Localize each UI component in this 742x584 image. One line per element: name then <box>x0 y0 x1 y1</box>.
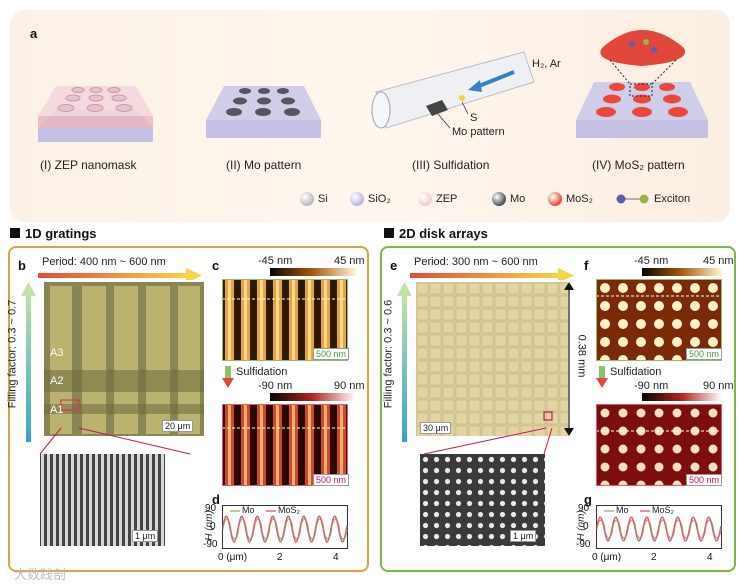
legend-label-2: ZEP <box>436 193 457 205</box>
tube-sulfur-label: S <box>470 112 477 124</box>
colorbar-2d-bottom-min: -90 nm <box>634 380 668 392</box>
legend-label-3: Mo <box>510 193 525 205</box>
colorbar-1d-top-max: 45 nm <box>334 255 365 267</box>
colorbar-2d-top <box>642 268 722 276</box>
profile-2d-ytick-0: 0 <box>583 521 589 532</box>
scale-bar-2d-afm-bottom: 500 nm <box>686 474 722 486</box>
colorbar-1d-top <box>270 268 356 276</box>
legend-swatch-zep <box>418 192 432 206</box>
panel-c-letter: c <box>212 258 219 273</box>
scale-bar-2d-sem: 1 μm <box>510 530 536 542</box>
area-label-a3: A3 <box>50 347 63 359</box>
colorbar-2d-bottom-max: 90 nm <box>703 380 734 392</box>
colorbar-2d-top-max: 45 nm <box>703 255 734 267</box>
period-label-2d: Period: 300 nm ~ 600 nm <box>414 256 538 268</box>
scale-bar-1d-afm-bottom: 500 nm <box>313 474 349 486</box>
section-1d-marker <box>10 228 20 238</box>
legend-swatch-mo <box>492 192 506 206</box>
profile-1d-ytick-90: 90 <box>205 503 216 514</box>
profile-2d-xtick-2: 2 <box>651 552 657 563</box>
filling-label-1d: Filling factor: 0.3 ~ 0.7 <box>6 300 18 409</box>
sulfidation-arrow-1d <box>222 366 234 388</box>
profile-1d-ytick-neg90: -90 <box>203 539 217 550</box>
sulfidation-label-2d: Sulfidation <box>610 366 661 378</box>
profile-1d-ytick-0: 0 <box>210 521 216 532</box>
panel-e-letter: e <box>390 258 397 273</box>
step-1-caption: (I) ZEP nanomask <box>40 158 136 172</box>
mos2-pattern-illustration <box>562 20 722 150</box>
colorbar-1d-top-min: -45 nm <box>258 255 292 267</box>
section-1d-title: 1D gratings <box>25 226 97 241</box>
colorbar-2d-top-min: -45 nm <box>634 255 668 267</box>
colorbar-1d-bottom-max: 90 nm <box>334 380 365 392</box>
colorbar-1d-bottom-min: -90 nm <box>258 380 292 392</box>
section-2d-marker <box>384 228 394 238</box>
legend-label-4: MoS₂ <box>566 193 593 205</box>
panel-f-letter: f <box>584 258 588 273</box>
scale-bar-1d-sem: 1 μm <box>132 530 158 542</box>
area-label-a2: A2 <box>50 375 63 387</box>
sulfidation-arrow-2d <box>596 366 608 388</box>
filling-label-2d: Filling factor: 0.3 ~ 0.6 <box>382 300 394 409</box>
scale-bar-1d-afm-top: 500 nm <box>313 348 349 360</box>
profile-2d-ytick-neg90: -90 <box>576 539 590 550</box>
scale-bar-2d-afm-top: 500 nm <box>686 348 722 360</box>
step-2-caption: (II) Mo pattern <box>226 158 301 172</box>
period-label-1d: Period: 400 nm ~ 600 nm <box>42 256 166 268</box>
legend-label-1: SiO₂ <box>368 193 391 205</box>
exciton-icon <box>616 192 650 206</box>
profile-2d-legend-mos2: MoS₂ <box>652 505 674 515</box>
watermark: 大数践剖 <box>14 564 66 583</box>
section-2d-title: 2D disk arrays <box>399 226 488 241</box>
profile-1d-xtick-4: 4 <box>333 552 339 563</box>
legend-swatch-sio <box>350 192 364 206</box>
legend-swatch-mos <box>548 192 562 206</box>
zep-nanomask-illustration <box>28 58 163 148</box>
profile-2d-xtick-0: 0 (μm) <box>592 552 621 563</box>
profile-2d-ytick-90: 90 <box>578 503 589 514</box>
profile-1d-legend-mos2: MoS₂ <box>278 505 300 515</box>
profile-1d-xtick-0: 0 (μm) <box>218 552 247 563</box>
zoom-lines-1d <box>30 410 220 460</box>
filling-arrow-2d <box>396 282 414 442</box>
colorbar-2d-bottom <box>642 393 722 401</box>
mo-pattern-illustration <box>196 58 331 148</box>
profile-1d-xtick-2: 2 <box>277 552 283 563</box>
step-3-caption: (III) Sulfidation <box>412 158 489 172</box>
profile-1d-legend-mo: Mo <box>242 505 255 515</box>
profile-2d-legend-mo: Mo <box>616 505 629 515</box>
tube-gas-label: H₂, Ar <box>532 58 561 70</box>
legend-label-0: Si <box>318 193 328 205</box>
zoom-lines-2d <box>420 410 570 460</box>
colorbar-1d-bottom <box>270 393 356 401</box>
panel-a-letter: a <box>30 26 37 41</box>
legend-label-5: Exciton <box>654 193 690 205</box>
sulfidation-label-1d: Sulfidation <box>236 366 287 378</box>
panel-b-letter: b <box>18 258 26 273</box>
tube-mo-pattern-label: Mo pattern <box>452 126 505 138</box>
step-4-caption: (IV) MoS₂ pattern <box>592 158 685 172</box>
size-label-2d: 0.38 mm <box>575 335 587 378</box>
legend-swatch-si <box>300 192 314 206</box>
profile-2d-xtick-4: 4 <box>707 552 713 563</box>
